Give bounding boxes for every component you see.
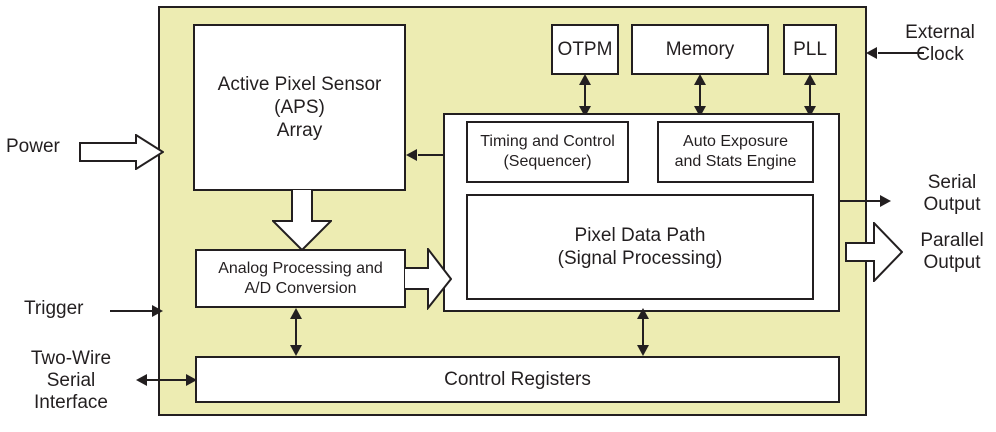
- panel-registers-arrowhead-up-icon: [637, 308, 649, 319]
- otpm-arrowhead-up-icon: [579, 74, 591, 85]
- block-auto-exposure-stats-engine: Auto Exposure and Stats Engine: [657, 121, 814, 183]
- label-trigger: Trigger: [24, 298, 84, 319]
- panel-to-registers-line: [642, 314, 644, 350]
- block-label-otpm: OTPM: [557, 38, 613, 60]
- external-clock-arrowhead-icon: [866, 47, 877, 59]
- pll-arrowhead-up-icon: [804, 74, 816, 85]
- two-wire-line: [144, 379, 196, 381]
- label-two-wire-serial-interface: Two-Wire Serial Interface: [30, 348, 112, 414]
- block-memory: Memory: [631, 24, 769, 75]
- block-pixel-data-path: Pixel Data Path (Signal Processing): [466, 194, 814, 300]
- analog-registers-arrowhead-down-icon: [290, 345, 302, 356]
- two-wire-arrowhead-left-icon: [136, 374, 147, 386]
- power-block-arrow: [79, 134, 164, 170]
- label-parallel-output: Parallel Output: [920, 230, 984, 274]
- parallel-output-block-arrow: [845, 222, 903, 282]
- block-label-analog: Analog Processing and A/D Conversion: [218, 259, 383, 297]
- block-label-auto-exposure: Auto Exposure and Stats Engine: [674, 133, 797, 170]
- block-label-pll: PLL: [793, 38, 827, 60]
- external-clock-line: [878, 52, 924, 54]
- label-external-clock: External Clock: [905, 22, 975, 66]
- serial-output-arrowhead-icon: [880, 195, 891, 207]
- block-otpm: OTPM: [551, 24, 619, 75]
- serial-output-line: [840, 200, 884, 202]
- block-analog-processing-ad-conversion: Analog Processing and A/D Conversion: [195, 249, 406, 308]
- pll-bus-line: [809, 80, 811, 112]
- timing-to-aps-arrowhead-icon: [406, 149, 417, 161]
- otpm-arrowhead-down-icon: [579, 106, 591, 117]
- trigger-arrowhead-icon: [152, 305, 163, 317]
- trigger-line: [110, 310, 155, 312]
- otpm-bus-line: [584, 80, 586, 112]
- timing-to-aps-line: [418, 154, 448, 156]
- aps-to-analog-block-arrow: [272, 189, 332, 251]
- pll-arrowhead-down-icon: [804, 106, 816, 117]
- block-timing-and-control: Timing and Control (Sequencer): [466, 121, 629, 183]
- block-pll: PLL: [783, 24, 837, 75]
- block-label-aps: Active Pixel Sensor (APS) Array: [217, 73, 382, 142]
- block-active-pixel-sensor-array: Active Pixel Sensor (APS) Array: [193, 24, 406, 191]
- block-label-control-registers: Control Registers: [444, 368, 591, 390]
- label-serial-output: Serial Output: [923, 172, 981, 216]
- block-label-memory: Memory: [665, 38, 735, 60]
- analog-to-registers-line: [295, 314, 297, 350]
- memory-bus-line: [699, 80, 701, 112]
- panel-registers-arrowhead-down-icon: [637, 345, 649, 356]
- label-power: Power: [6, 136, 60, 157]
- block-label-pixel-data-path: Pixel Data Path (Signal Processing): [557, 224, 723, 269]
- memory-arrowhead-up-icon: [694, 74, 706, 85]
- analog-registers-arrowhead-up-icon: [290, 308, 302, 319]
- analog-to-datapath-block-arrow: [404, 248, 452, 310]
- two-wire-arrowhead-right-icon: [186, 374, 197, 386]
- block-label-timing: Timing and Control (Sequencer): [480, 133, 615, 170]
- memory-arrowhead-down-icon: [694, 106, 706, 117]
- block-control-registers: Control Registers: [195, 356, 840, 403]
